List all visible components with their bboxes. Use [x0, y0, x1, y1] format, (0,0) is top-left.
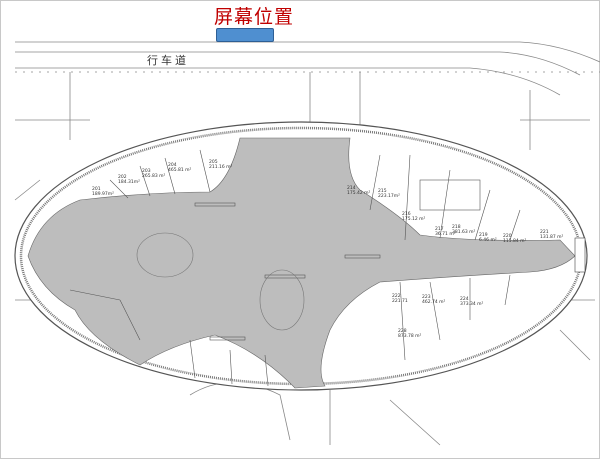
road-label: 行车道 [147, 54, 189, 67]
atrium-floor [27, 137, 576, 389]
escalator [574, 237, 586, 273]
screen-marker [216, 28, 274, 42]
central-feature [136, 232, 194, 278]
road-lines [14, 41, 600, 446]
screen-position-title: 屏幕位置 [214, 6, 295, 28]
room-partitions [69, 149, 521, 387]
oval-feature [259, 269, 305, 331]
